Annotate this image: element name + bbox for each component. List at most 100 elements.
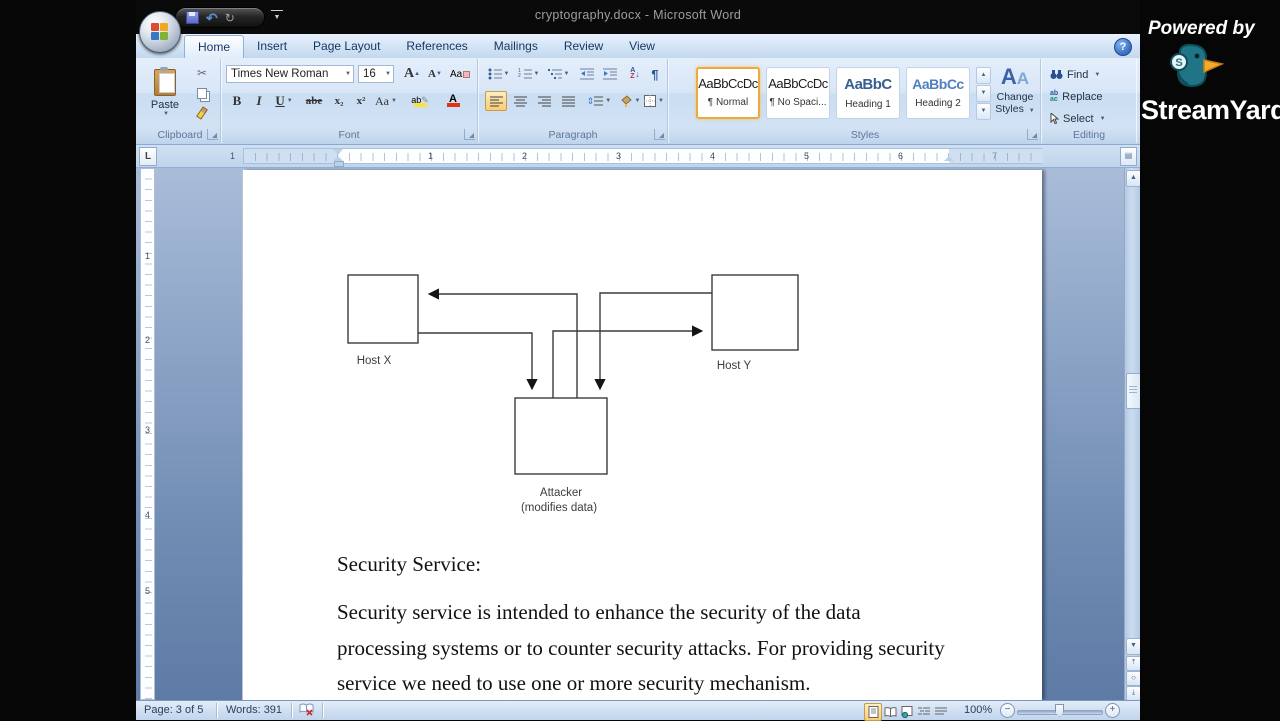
decrease-indent-button[interactable] xyxy=(576,64,598,84)
customize-qat-button[interactable]: ▼ xyxy=(271,10,283,29)
increase-indent-button[interactable] xyxy=(599,64,621,84)
tab-review[interactable]: Review xyxy=(563,39,604,53)
find-button[interactable]: Find▼ xyxy=(1050,66,1100,83)
clipboard-dialog-launcher-icon[interactable] xyxy=(207,129,218,140)
cut-icon[interactable]: ✂ xyxy=(196,66,208,80)
superscript-button[interactable]: x² xyxy=(356,95,366,107)
horizontal-ruler[interactable]: 1 1 2 3 4 5 6 7 xyxy=(230,148,1043,167)
borders-icon xyxy=(644,95,657,107)
hanging-indent-marker[interactable] xyxy=(333,156,343,161)
tab-home[interactable]: Home xyxy=(184,35,245,59)
spellcheck-icon[interactable] xyxy=(299,703,314,719)
vertical-scrollbar[interactable]: ▲ ▼ ⤒ ○ ⤓ xyxy=(1124,168,1140,700)
tab-insert[interactable]: Insert xyxy=(257,39,288,53)
align-left-button[interactable] xyxy=(485,91,507,111)
increase-indent-icon xyxy=(603,68,617,80)
scrollbar-thumb[interactable] xyxy=(1126,373,1140,409)
undo-icon[interactable]: ↶ xyxy=(206,9,218,26)
multilevel-list-button[interactable]: ▼ xyxy=(545,64,572,84)
italic-button[interactable]: I xyxy=(256,93,262,108)
zoom-level[interactable]: 100% xyxy=(964,704,993,716)
align-center-icon xyxy=(513,96,527,106)
font-dialog-launcher-icon[interactable] xyxy=(464,129,475,140)
underline-button[interactable]: U▼ xyxy=(275,93,293,108)
document-text[interactable]: Security Service: Security service is in… xyxy=(337,547,957,700)
bullets-button[interactable]: ▼ xyxy=(485,64,512,84)
view-outline-button[interactable] xyxy=(915,703,933,721)
dropdown-arrow-icon: ▼ xyxy=(163,111,169,117)
view-draft-button[interactable] xyxy=(932,703,950,721)
help-button[interactable]: ? xyxy=(1114,38,1132,56)
styles-scroll-down-icon[interactable]: ▼ xyxy=(976,85,991,102)
justify-button[interactable] xyxy=(557,91,579,111)
select-cursor-icon xyxy=(1050,113,1059,124)
tab-view[interactable]: View xyxy=(629,39,655,53)
select-button[interactable]: Select▼ xyxy=(1050,110,1106,127)
word-count[interactable]: Words: 391 xyxy=(226,704,283,716)
view-web-layout-button[interactable] xyxy=(898,703,916,721)
change-case-button[interactable]: Aa▼ xyxy=(375,93,397,108)
dropdown-arrow-icon: ▼ xyxy=(605,98,612,104)
right-indent-marker[interactable] xyxy=(944,156,954,161)
previous-page-button[interactable]: ⤒ xyxy=(1126,656,1140,671)
align-right-button[interactable] xyxy=(533,91,555,111)
scroll-down-icon[interactable]: ▼ xyxy=(1126,638,1140,655)
paste-button[interactable]: Paste ▼ xyxy=(145,63,185,123)
next-page-button[interactable]: ⤓ xyxy=(1126,686,1140,700)
first-line-indent-marker[interactable] xyxy=(333,149,343,155)
styles-scroll-up-icon[interactable]: ▲ xyxy=(976,67,991,84)
paragraph-dialog-launcher-icon[interactable] xyxy=(654,129,665,140)
tab-page-layout[interactable]: Page Layout xyxy=(313,39,381,53)
tab-references[interactable]: References xyxy=(406,39,468,53)
style-normal[interactable]: AaBbCcDc ¶ Normal xyxy=(696,67,760,119)
vertical-ruler[interactable]: 1 2 3 4 5 xyxy=(140,168,155,700)
save-icon[interactable] xyxy=(186,11,199,24)
redo-icon[interactable]: ↻ xyxy=(224,10,235,25)
font-color-button[interactable]: A xyxy=(439,91,467,111)
document-page[interactable]: Host X Host Y Attacker (modifies data) S… xyxy=(243,170,1042,700)
subscript-button[interactable]: x₂ xyxy=(334,95,344,107)
grow-font-button[interactable]: A▲ xyxy=(403,66,421,81)
highlight-button[interactable]: ab✎ xyxy=(411,94,429,107)
bold-button[interactable]: B xyxy=(232,93,242,108)
office-button[interactable] xyxy=(139,11,181,53)
zoom-out-button[interactable]: − xyxy=(1000,703,1015,718)
shading-button[interactable]: ▼ xyxy=(617,91,643,111)
shrink-font-button[interactable]: A▼ xyxy=(428,68,442,80)
align-center-button[interactable] xyxy=(509,91,531,111)
font-size-combo[interactable]: 16▼ xyxy=(358,65,394,83)
show-hide-pilcrow-button[interactable]: ¶ xyxy=(651,66,659,82)
font-name-combo[interactable]: Times New Roman▼ xyxy=(226,65,354,83)
view-fullscreen-reading-button[interactable] xyxy=(881,703,899,721)
attacker-box xyxy=(514,397,608,475)
ruler-toggle-button[interactable]: ▤ xyxy=(1120,147,1137,166)
line-spacing-button[interactable]: ⇕▼ xyxy=(586,95,612,106)
styles-dialog-launcher-icon[interactable] xyxy=(1027,129,1038,140)
clipboard-small-buttons: ✂ xyxy=(192,64,212,122)
left-indent-marker[interactable] xyxy=(334,161,344,167)
view-print-layout-button[interactable] xyxy=(864,703,882,721)
page-indicator[interactable]: Page: 3 of 5 xyxy=(144,704,204,716)
style-heading2[interactable]: AaBbCc Heading 2 xyxy=(906,67,970,119)
copy-icon[interactable] xyxy=(192,84,212,102)
clear-formatting-button[interactable]: Aa xyxy=(449,64,471,84)
host-y-box xyxy=(711,274,799,351)
select-browse-object-button[interactable]: ○ xyxy=(1126,671,1140,686)
word-window: cryptography.docx - Microsoft Word ↶ ↻ ▼… xyxy=(136,0,1140,721)
format-painter-icon[interactable] xyxy=(192,104,212,122)
style-heading1[interactable]: AaBbC Heading 1 xyxy=(836,67,900,119)
scroll-up-icon[interactable]: ▲ xyxy=(1126,170,1140,187)
strikethrough-button[interactable]: abe xyxy=(305,95,323,107)
zoom-in-button[interactable]: + xyxy=(1105,703,1120,718)
style-no-spacing[interactable]: AaBbCcDc ¶ No Spaci... xyxy=(766,67,830,119)
zoom-slider-thumb[interactable] xyxy=(1055,704,1064,717)
tab-mailings[interactable]: Mailings xyxy=(493,39,538,53)
borders-button[interactable]: ▼ xyxy=(643,91,665,111)
tab-selector-button[interactable]: L xyxy=(139,147,157,166)
styles-gallery-more-icon[interactable]: ▼ xyxy=(976,103,991,120)
change-styles-button[interactable]: AA Change Styles ▼ xyxy=(992,65,1038,117)
